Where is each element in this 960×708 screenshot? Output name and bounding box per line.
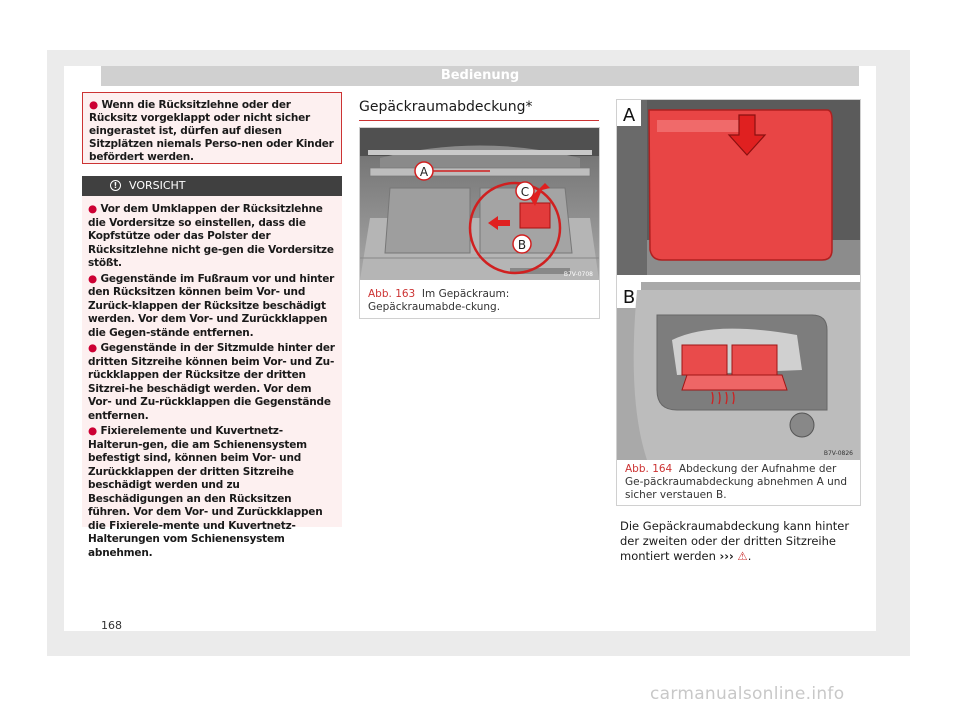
warning-text-block: ● Wenn die Rücksitzlehne oder der Rücksi… xyxy=(83,93,341,170)
caution-item-text: Vor dem Umklappen der Rücksitzlehne die … xyxy=(88,203,334,269)
trunk-illustration: A C B B7V-0708 xyxy=(360,128,599,280)
caution-box: ! VORSICHT ● Vor dem Umklappen der Rücks… xyxy=(82,176,342,559)
page-number: 168 xyxy=(101,619,122,632)
caption-label: Abb. 164 xyxy=(625,463,673,475)
warning-box: ● Wenn die Rücksitzlehne oder der Rücksi… xyxy=(82,92,342,164)
caution-item: ● Gegenstände in der Sitzmulde hinter de… xyxy=(88,342,336,423)
caution-item: ● Gegenstände im Fußraum vor und hinter … xyxy=(88,273,336,341)
bullet-icon: ● xyxy=(88,342,97,354)
caution-body: ● Vor dem Umklappen der Rücksitzlehne di… xyxy=(82,196,342,569)
callout-a: A xyxy=(420,165,429,179)
caution-item-text: Gegenstände in der Sitzmulde hinter der … xyxy=(88,342,335,422)
cross-reference-arrows[interactable]: ››› xyxy=(719,549,734,563)
caption-text: Im Gepäckraum: Gepäckraumabde-ckung. xyxy=(368,288,510,313)
figure-163: A C B B7V-0708 Abb. 163 Im Gepäckraum: G… xyxy=(359,127,600,319)
caution-item-text: Fixierelemente und Kuvertnetz-Halterun-g… xyxy=(88,425,323,559)
panel-b-label: B xyxy=(623,287,635,308)
section-divider xyxy=(359,120,599,121)
bullet-icon: ● xyxy=(88,203,97,215)
body-text: Die Gepäckraumabdeckung kann hinter der … xyxy=(620,519,850,563)
callout-b: B xyxy=(518,238,526,252)
body-paragraph: Die Gepäckraumabdeckung kann hinter der … xyxy=(620,519,860,564)
cover-mount-illustration: A B B7V-0826 xyxy=(617,100,860,460)
caption-label: Abb. 163 xyxy=(368,288,416,300)
caution-item-text: Gegenstände im Fußraum vor und hinter de… xyxy=(88,272,335,339)
panel-a-label: A xyxy=(623,105,636,126)
warning-text: Wenn die Rücksitzlehne oder der Rücksitz… xyxy=(89,99,334,163)
bullet-icon: ● xyxy=(88,425,97,437)
warning-triangle-icon[interactable]: ⚠ xyxy=(737,549,748,563)
bullet-icon: ● xyxy=(89,99,98,111)
callout-c: C xyxy=(521,185,529,199)
caution-item: ● Fixierelemente und Kuvertnetz-Halterun… xyxy=(88,425,336,560)
exclamation-icon: ! xyxy=(110,180,121,191)
bullet-icon: ● xyxy=(88,272,97,285)
figure-caption: Abb. 163 Im Gepäckraum: Gepäckraumabde-c… xyxy=(368,288,593,314)
page-header: Bedienung xyxy=(101,66,859,86)
figure-164: A B B7V-0826 Abb. 164 Abdeckung der Aufn… xyxy=(616,99,861,506)
caution-title: VORSICHT xyxy=(129,179,186,192)
figure-code: B7V-0826 xyxy=(824,450,853,457)
figure-caption: Abb. 164 Abdeckung der Aufnahme der Ge-p… xyxy=(625,463,853,502)
figure-code: B7V-0708 xyxy=(564,271,593,278)
caution-header: ! VORSICHT xyxy=(82,176,342,196)
section-title: Gepäckraumabdeckung* xyxy=(359,99,533,115)
watermark: carmanualsonline.info xyxy=(650,684,845,704)
caption-text: Abdeckung der Aufnahme der Ge-päckraumab… xyxy=(625,463,848,501)
period: . xyxy=(747,549,752,563)
caution-item: ● Vor dem Umklappen der Rücksitzlehne di… xyxy=(88,203,336,271)
